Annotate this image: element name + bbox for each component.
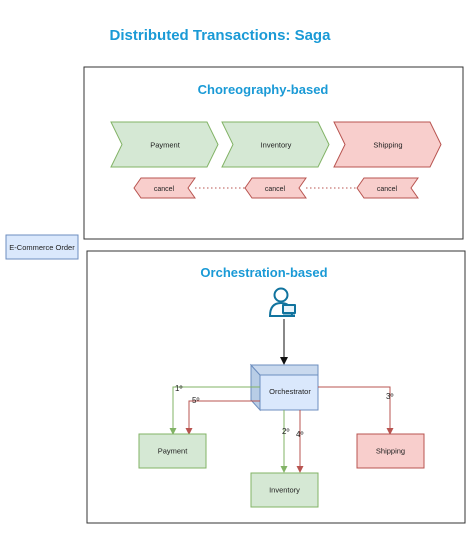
shipping-request-arrow (318, 386, 394, 435)
service-shipping-box (356, 433, 425, 469)
service-payment-label: Payment (158, 447, 189, 456)
user-at-computer-icon (268, 287, 296, 317)
cancel-chevron-2 (244, 177, 307, 199)
chevron-shipping (333, 121, 442, 168)
chevron-inventory-label: Inventory (261, 141, 292, 150)
service-payment-box (138, 433, 207, 469)
orchestrator-label: Orchestrator (269, 387, 311, 396)
shipping-request-step: 3º (386, 392, 393, 401)
cancel-chevron-3 (356, 177, 419, 199)
chevron-payment-label: Payment (150, 141, 181, 150)
choreography-heading: Choreography-based (198, 82, 329, 97)
payment-compensate-step: 5º (192, 396, 199, 405)
cancel-label-2: cancel (265, 186, 286, 193)
payment-request-step: 1º (175, 384, 182, 393)
ecommerce-order-box (5, 234, 79, 260)
chevron-payment (110, 121, 219, 168)
service-inventory-label: Inventory (269, 486, 300, 495)
ecommerce-order-label: E-Commerce Order (9, 243, 75, 252)
cancel-chevron-1 (133, 177, 196, 199)
diagram-title: Distributed Transactions: Saga (110, 27, 332, 44)
service-inventory-box (250, 472, 319, 508)
cancel-label-1: cancel (154, 186, 175, 193)
chevron-shipping-label: Shipping (373, 141, 402, 150)
chevron-inventory (221, 121, 330, 168)
cancel-label-3: cancel (377, 186, 398, 193)
payment-request-arrow (169, 386, 260, 435)
orchestrator-box (249, 363, 319, 412)
inventory-compensate-step: 4º (296, 430, 303, 439)
payment-compensate-arrow (185, 400, 260, 435)
inventory-request-step: 2º (282, 427, 289, 436)
orchestration-heading: Orchestration-based (200, 265, 327, 280)
service-shipping-label: Shipping (376, 447, 405, 456)
